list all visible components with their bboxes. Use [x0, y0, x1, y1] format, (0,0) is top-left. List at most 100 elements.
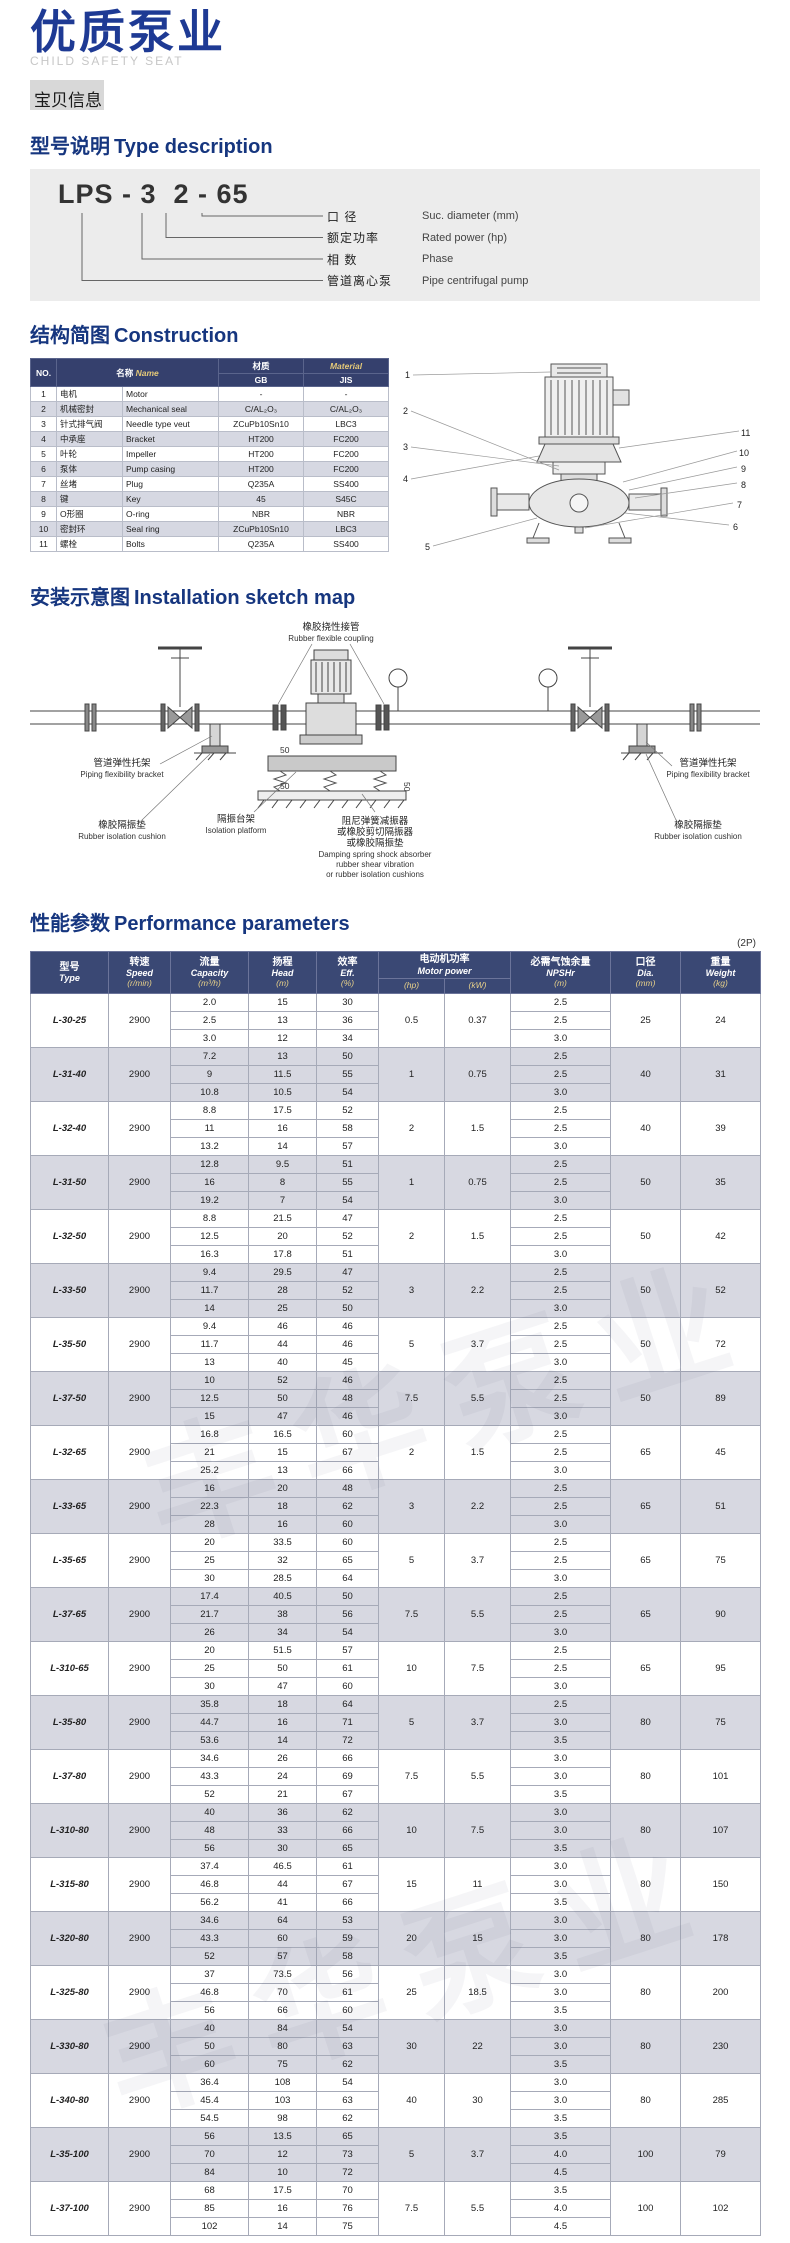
perf-cell: 2.5	[510, 1604, 611, 1624]
label-damper-en2: rubber shear vibration	[336, 860, 414, 869]
perf-cell: 3.5	[510, 1784, 611, 1804]
perf-cell: 2900	[108, 1694, 171, 1750]
perf-cell: 38	[248, 1604, 317, 1624]
perf-cell: 3.0	[510, 1964, 611, 1984]
page-header: 优质泵业 CHILD SAFETY SEAT 宝贝信息	[0, 0, 790, 112]
perf-cell: 71	[316, 1712, 379, 1732]
perf-cell: L-330-80	[30, 2018, 109, 2074]
parts-cell: 6	[30, 461, 57, 478]
perf-cell: 18	[248, 1694, 317, 1714]
perf-cell: 7.5	[378, 1748, 445, 1804]
perf-cell: 5	[378, 1316, 445, 1372]
perf-cell: 150	[680, 1856, 761, 1912]
perf-cell: 3.5	[510, 2054, 611, 2074]
perf-cell: 73	[316, 2144, 379, 2164]
heading-cn: 型号说明	[30, 136, 110, 159]
perf-cell: 33.5	[248, 1532, 317, 1552]
dimension-50: 50	[280, 781, 290, 791]
perf-cell: 54	[316, 1190, 379, 1210]
perf-cell: 5.5	[444, 1586, 511, 1642]
perf-cell: 65	[316, 1838, 379, 1858]
heading-en: Type description	[114, 136, 273, 159]
parts-cell: Motor	[121, 386, 220, 403]
perf-cell: 67	[316, 1442, 379, 1462]
perf-cell: 2.5	[510, 1388, 611, 1408]
perf-cell: 60	[316, 1424, 379, 1444]
dimension-50: 50	[402, 782, 412, 792]
perf-cell: 3.0	[510, 1874, 611, 1894]
perf-cell: L-315-80	[30, 1856, 109, 1912]
legend-cn: 管道离心泵	[327, 274, 393, 289]
label-bracket-right-en: Piping flexibility bracket	[666, 770, 750, 779]
perf-cell: 44	[248, 1874, 317, 1894]
perf-cell: 54	[316, 2072, 379, 2092]
perf-cell: 9	[170, 1064, 249, 1084]
perf-cell: 100	[610, 2180, 681, 2236]
col-gb: GB	[218, 373, 305, 388]
pump-figure-wrap: 1 2 3 4 5 6 7 8 9 10 11	[391, 358, 763, 563]
parts-cell: 8	[30, 491, 57, 508]
badge-background	[30, 80, 104, 111]
perf-cell: 19.2	[170, 1190, 249, 1210]
perf-cell: 15	[248, 992, 317, 1012]
perf-cell: 68	[170, 2180, 249, 2200]
parts-cell: 针式排气阀	[56, 416, 123, 433]
col-material-jis: Material	[303, 358, 390, 375]
perf-cell: 36	[248, 1802, 317, 1822]
model-code-connector-lines	[81, 213, 323, 282]
perf-cell: L-37-80	[30, 1748, 109, 1804]
perf-cell: 2900	[108, 1046, 171, 1102]
perf-cell: 30	[316, 992, 379, 1012]
perf-cell: 50	[316, 1298, 379, 1318]
installation-figure: 橡胶挠性接管 Rubber flexible coupling 管道弹性托架 P…	[30, 621, 760, 879]
perf-cell: 46	[248, 1316, 317, 1336]
perf-cell: 5	[378, 2126, 445, 2182]
perf-cell: 3.0	[510, 1082, 611, 1102]
model-code-legend: 口 径 Suc. diameter (mm) 额定功率 Rated power …	[327, 205, 528, 291]
label-bracket-right-cn: 管道弹性托架	[679, 757, 737, 769]
perf-cell: 2.5	[510, 1334, 611, 1354]
pole-note: (2P)	[737, 938, 756, 950]
col-name: 名称 Name	[55, 358, 220, 388]
parts-cell: O形圈	[56, 506, 123, 523]
perf-cell: 14	[248, 1730, 317, 1750]
perf-cell: 4.0	[510, 2144, 611, 2164]
perf-cell: 5	[378, 1532, 445, 1588]
perf-cell: 52	[170, 1946, 249, 1966]
perf-cell: 3.5	[510, 1946, 611, 1966]
perf-cell: 42	[680, 1208, 761, 1264]
perf-cell: 58	[316, 1946, 379, 1966]
perf-cell: 80	[610, 1856, 681, 1912]
parts-cell: FC200	[303, 461, 390, 478]
perf-cell: 21	[248, 1784, 317, 1804]
perf-cell: 102	[680, 2180, 761, 2236]
perf-cell: 25	[170, 1550, 249, 1570]
perf-cell: 17.8	[248, 1244, 317, 1264]
perf-cell: 2900	[108, 2072, 171, 2128]
perf-cell: 4.5	[510, 2162, 611, 2182]
perf-cell: 7.5	[378, 1586, 445, 1642]
perf-cell: 13	[248, 1460, 317, 1480]
perf-cell: 66	[316, 1748, 379, 1768]
perf-cell: L-340-80	[30, 2072, 109, 2128]
heading-en: Construction	[114, 325, 239, 348]
perf-cell: 51	[680, 1478, 761, 1534]
perf-cell: 2.5	[510, 1586, 611, 1606]
perf-cell: 66	[248, 2000, 317, 2020]
perf-cell: 15	[170, 1406, 249, 1426]
parts-cell: O-ring	[121, 506, 220, 523]
col-no: NO.	[30, 358, 57, 388]
